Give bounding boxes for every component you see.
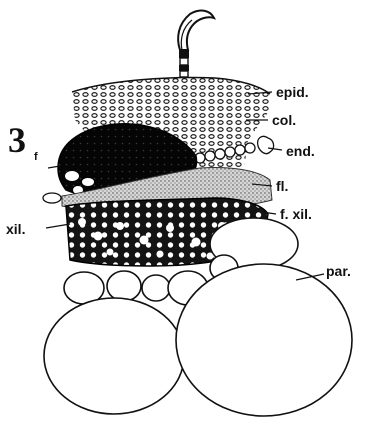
figure-number: 3 [8, 120, 26, 160]
label-xylem: xil. [6, 221, 25, 237]
trichome [178, 11, 214, 83]
fiber-marker: f [34, 151, 38, 163]
label-parenchyma: par. [326, 263, 351, 279]
label-fiber-xylem: f. xil. [280, 206, 312, 222]
label-phloem: fl. [276, 178, 288, 194]
label-endodermis: end. [286, 143, 315, 159]
label-collenchyma: col. [272, 112, 296, 128]
label-epidermis: epid. [276, 84, 309, 100]
